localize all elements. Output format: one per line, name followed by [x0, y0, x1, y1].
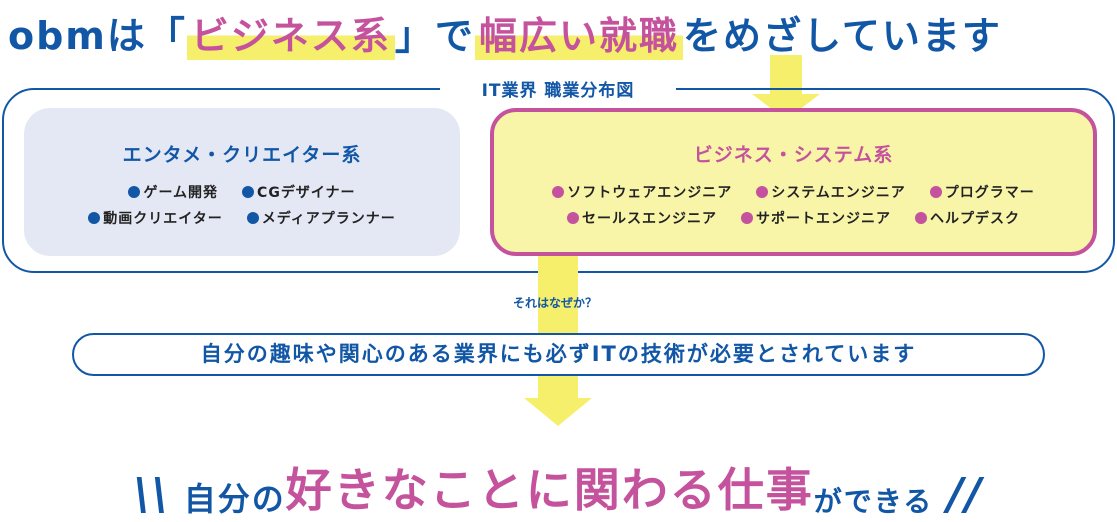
- bullet-icon: [246, 212, 259, 224]
- bullet-icon: [915, 212, 927, 224]
- job-item: システムエンジニア: [756, 182, 906, 202]
- reason-pill: 自分の趣味や関心のある業界にも必ずITの技術が必要とされています: [72, 333, 1045, 376]
- down-arrow-icon: [538, 256, 578, 400]
- bullet-icon: [567, 212, 579, 224]
- job-label: プログラマー: [944, 185, 1035, 201]
- headline-text: obmは「: [8, 14, 187, 58]
- bullet-icon: [929, 186, 942, 198]
- conclusion-text: ができる: [813, 485, 934, 518]
- job-label: ゲーム開発: [143, 185, 219, 201]
- job-item: ヘルプデスク: [915, 208, 1020, 228]
- job-item: ソフトウェアエンジニア: [552, 182, 732, 202]
- entertainment-group: エンタメ・クリエイター系 ゲーム開発 CGデザイナー 動画クリエイター メディア…: [24, 108, 460, 256]
- job-item: サポートエンジニア: [741, 208, 891, 228]
- job-label: サポートエンジニア: [756, 211, 891, 227]
- bullet-icon: [128, 186, 141, 198]
- conclusion-text: 自分の: [183, 480, 286, 518]
- job-item: プログラマー: [929, 182, 1035, 202]
- job-label: 動画クリエイター: [103, 211, 223, 227]
- job-item: メディアプランナー: [246, 208, 396, 228]
- headline: obmは「 ビジネス系 」で 幅広い就職 をめざしています: [8, 0, 1002, 60]
- business-group: ビジネス・システム系 ソフトウェアエンジニア システムエンジニア プログラマー …: [490, 108, 1097, 256]
- job-item: 動画クリエイター: [88, 208, 222, 228]
- slash-decoration: //: [947, 469, 984, 520]
- group-title: ビジネス・システム系: [693, 144, 894, 166]
- job-item: ゲーム開発: [128, 182, 218, 202]
- job-item: CGデザイナー: [242, 182, 356, 202]
- headline-highlight: 幅広い就職: [474, 5, 683, 60]
- chart-title: IT業界 職業分布図: [440, 76, 676, 101]
- bullet-icon: [741, 212, 753, 224]
- job-item: セールスエンジニア: [567, 208, 717, 228]
- job-label: CGデザイナー: [257, 185, 356, 201]
- job-label: メディアプランナー: [261, 211, 396, 227]
- slash-decoration: \\: [133, 469, 170, 520]
- job-label: セールスエンジニア: [582, 211, 717, 227]
- headline-highlight: ビジネス系: [186, 5, 395, 60]
- question-text: それはなぜか？: [512, 296, 597, 310]
- job-label: システムエンジニア: [771, 185, 906, 201]
- bullet-icon: [756, 186, 769, 198]
- bullet-icon: [552, 186, 565, 198]
- down-arrow-head: [524, 398, 592, 426]
- conclusion-highlight: 好きなことに関わる仕事: [285, 463, 814, 517]
- conclusion: \\ 自分の 好きなことに関わる仕事 ができる //: [0, 445, 1117, 520]
- headline-text: 」で: [394, 14, 475, 58]
- bullet-icon: [88, 212, 101, 224]
- bullet-icon: [242, 186, 255, 198]
- headline-text: をめざしています: [682, 14, 1002, 58]
- job-label: ソフトウェアエンジニア: [567, 185, 733, 201]
- job-label: ヘルプデスク: [930, 211, 1020, 227]
- group-title: エンタメ・クリエイター系: [122, 144, 362, 166]
